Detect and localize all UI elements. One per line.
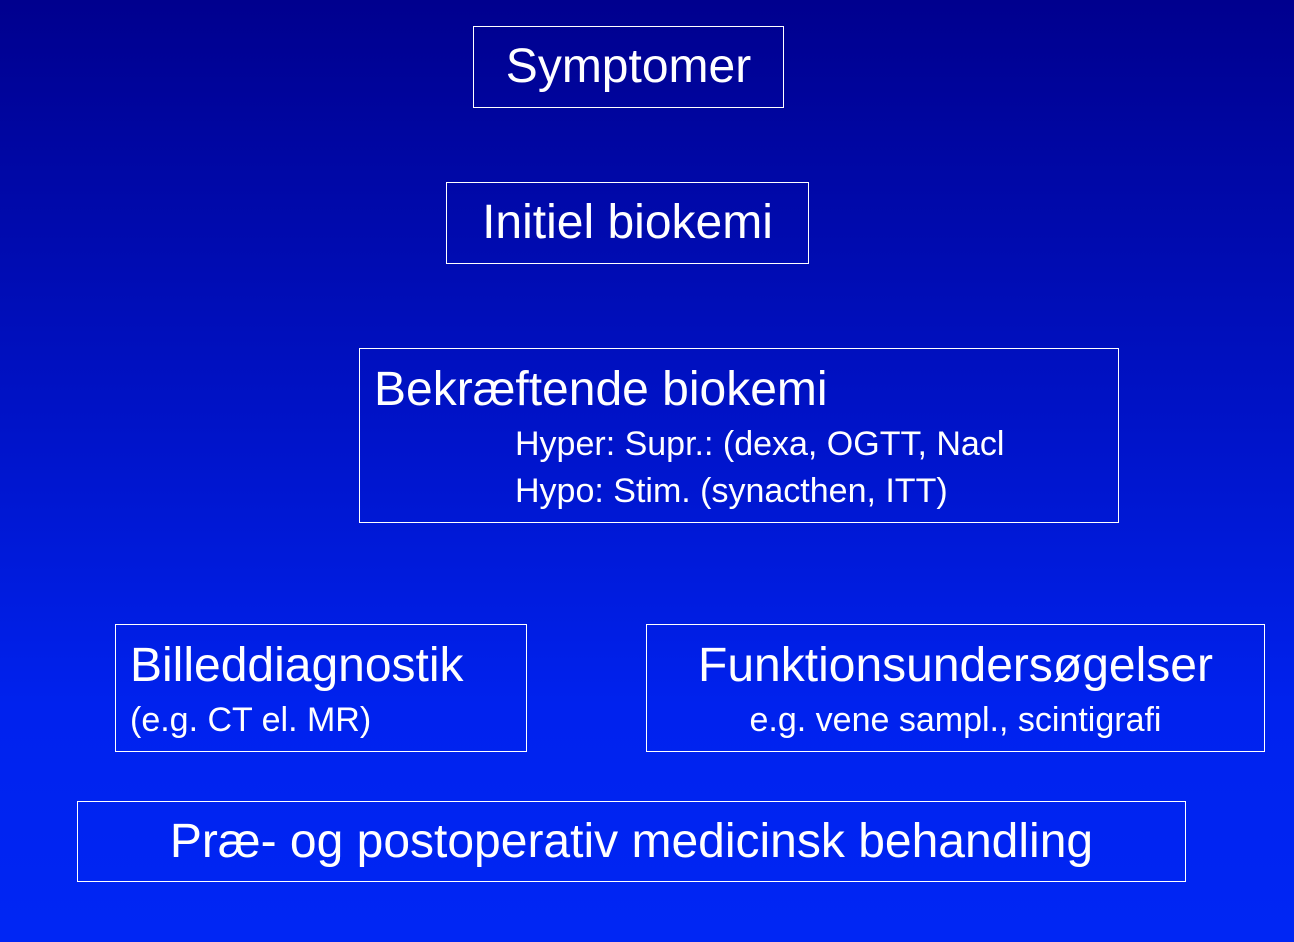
praeoperativ-box: Præ- og postoperativ medicinsk behandlin… bbox=[77, 801, 1186, 882]
symptomer-title: Symptomer bbox=[505, 40, 752, 93]
initiel-biokemi-box: Initiel biokemi bbox=[446, 182, 809, 264]
billeddiagnostik-box: Billeddiagnostik (e.g. CT el. MR) bbox=[115, 624, 527, 752]
funktionsundersoegelser-subtitle: e.g. vene sampl., scintigrafi bbox=[749, 701, 1162, 739]
funktionsundersoegelser-title: Funktionsundersøgelser bbox=[698, 639, 1213, 692]
symptomer-box: Symptomer bbox=[473, 26, 784, 108]
bekraeftende-biokemi-title: Bekræftende biokemi bbox=[374, 363, 828, 416]
hypo-line: Hypo: Stim. (synacthen, ITT) bbox=[515, 472, 948, 510]
billeddiagnostik-subtitle: (e.g. CT el. MR) bbox=[130, 701, 372, 739]
praeoperativ-title: Præ- og postoperativ medicinsk behandlin… bbox=[169, 815, 1094, 868]
bekraeftende-biokemi-box: Bekræftende biokemi Hyper: Supr.: (dexa,… bbox=[359, 348, 1119, 523]
billeddiagnostik-title: Billeddiagnostik bbox=[130, 639, 464, 692]
initiel-biokemi-title: Initiel biokemi bbox=[482, 196, 773, 249]
funktionsundersoegelser-box: Funktionsundersøgelser e.g. vene sampl.,… bbox=[646, 624, 1265, 752]
hyper-line: Hyper: Supr.: (dexa, OGTT, Nacl bbox=[515, 425, 1005, 463]
